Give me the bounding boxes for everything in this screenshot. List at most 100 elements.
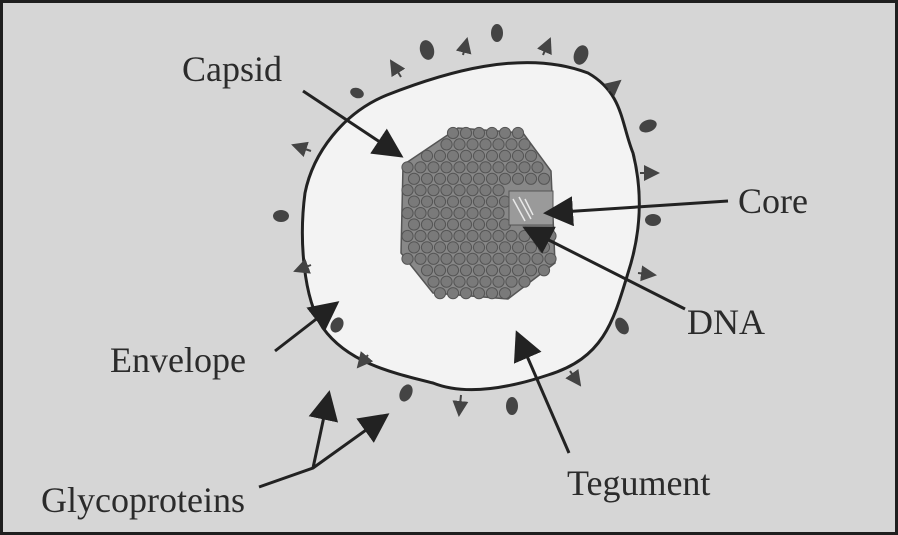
capsomere xyxy=(499,242,510,253)
capsomere xyxy=(441,139,452,150)
capsomere xyxy=(460,288,471,299)
capsomere xyxy=(447,219,458,230)
capsomere xyxy=(402,253,413,264)
capsomere xyxy=(467,162,478,173)
capsomere xyxy=(428,162,439,173)
capsomere xyxy=(441,208,452,219)
capsomere xyxy=(415,208,426,219)
capsomere xyxy=(486,288,497,299)
capsomere xyxy=(421,219,432,230)
capsomere xyxy=(493,253,504,264)
capsomere xyxy=(545,253,556,264)
capsomere xyxy=(480,162,491,173)
capsomere xyxy=(493,276,504,287)
capsomere xyxy=(441,162,452,173)
capsomere xyxy=(460,127,471,138)
capsomere xyxy=(447,173,458,184)
capsomere xyxy=(402,230,413,241)
capsomere xyxy=(454,162,465,173)
capsid-cluster xyxy=(401,127,556,299)
capsomere xyxy=(467,208,478,219)
capsomere xyxy=(467,139,478,150)
capsomere xyxy=(525,265,536,276)
capsomere xyxy=(415,162,426,173)
capsomere xyxy=(486,196,497,207)
capsomere xyxy=(408,196,419,207)
capsomere xyxy=(447,288,458,299)
capsomere xyxy=(441,185,452,196)
capsomere xyxy=(460,265,471,276)
capsomere xyxy=(447,127,458,138)
capsomere xyxy=(421,196,432,207)
capsomere xyxy=(473,288,484,299)
capsomere xyxy=(525,173,536,184)
capsomere xyxy=(499,265,510,276)
capsomere xyxy=(480,139,491,150)
capsomere xyxy=(441,276,452,287)
capsomere xyxy=(434,242,445,253)
capsomere xyxy=(421,150,432,161)
capsomere xyxy=(519,276,530,287)
capsomere xyxy=(454,230,465,241)
capsomere xyxy=(506,139,517,150)
capsomere xyxy=(499,288,510,299)
capsomere xyxy=(493,139,504,150)
capsomere xyxy=(428,253,439,264)
capsid-label: Capsid xyxy=(182,49,282,89)
capsomere xyxy=(506,276,517,287)
capsomere xyxy=(454,208,465,219)
capsomere xyxy=(512,173,523,184)
capsomere xyxy=(473,150,484,161)
capsomere xyxy=(434,219,445,230)
capsomere xyxy=(480,185,491,196)
capsomere xyxy=(499,150,510,161)
capsomere xyxy=(428,230,439,241)
capsomere xyxy=(512,242,523,253)
capsomere xyxy=(493,208,504,219)
capsomere xyxy=(415,253,426,264)
capsomere xyxy=(512,150,523,161)
capsomere xyxy=(428,276,439,287)
capsomere xyxy=(473,265,484,276)
capsomere xyxy=(447,150,458,161)
capsomere xyxy=(486,173,497,184)
capsomere xyxy=(402,185,413,196)
virus-diagram: Capsid Core DNA Envelope Glycoproteins T… xyxy=(3,3,895,532)
tegument-label: Tegument xyxy=(567,463,710,503)
capsomere xyxy=(499,127,510,138)
core-label: Core xyxy=(738,181,808,221)
capsomere xyxy=(480,276,491,287)
capsomere xyxy=(480,253,491,264)
capsomere xyxy=(460,173,471,184)
capsomere xyxy=(473,127,484,138)
capsomere xyxy=(428,208,439,219)
capsomere xyxy=(421,242,432,253)
capsomere xyxy=(454,185,465,196)
capsomere xyxy=(480,208,491,219)
capsomere xyxy=(473,219,484,230)
glycoproteins-label: Glycoproteins xyxy=(41,480,245,520)
capsomere xyxy=(454,276,465,287)
capsomere xyxy=(493,230,504,241)
capsomere xyxy=(415,185,426,196)
capsomere xyxy=(519,230,530,241)
capsomere xyxy=(506,230,517,241)
capsomere xyxy=(467,230,478,241)
capsomere xyxy=(434,150,445,161)
capsomere xyxy=(454,139,465,150)
capsomere xyxy=(519,162,530,173)
capsomere xyxy=(512,127,523,138)
capsomere xyxy=(460,219,471,230)
capsomere xyxy=(408,219,419,230)
capsomere xyxy=(519,253,530,264)
capsomere xyxy=(473,242,484,253)
capsomere xyxy=(434,196,445,207)
capsomere xyxy=(538,265,549,276)
capsomere xyxy=(460,242,471,253)
capsomere xyxy=(486,127,497,138)
capsomere xyxy=(493,162,504,173)
capsomere xyxy=(486,265,497,276)
capsomere xyxy=(434,288,445,299)
capsomere xyxy=(486,242,497,253)
capsomere xyxy=(512,265,523,276)
